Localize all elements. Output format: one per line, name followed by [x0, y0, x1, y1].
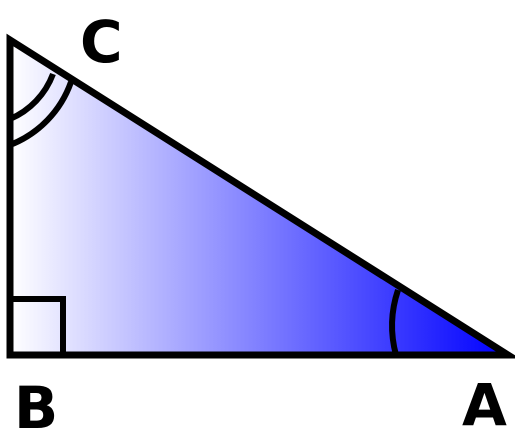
angle-arc-c-outer — [8, 80, 74, 148]
vertex-label-c: C — [80, 8, 123, 76]
triangle-shape — [6, 33, 515, 359]
right-angle-marker — [10, 296, 66, 355]
vertex-label-a: A — [462, 371, 507, 433]
angle-arc-c-inner — [8, 72, 56, 122]
vertex-label-b: B — [14, 374, 58, 433]
angle-arc-a — [389, 289, 401, 356]
